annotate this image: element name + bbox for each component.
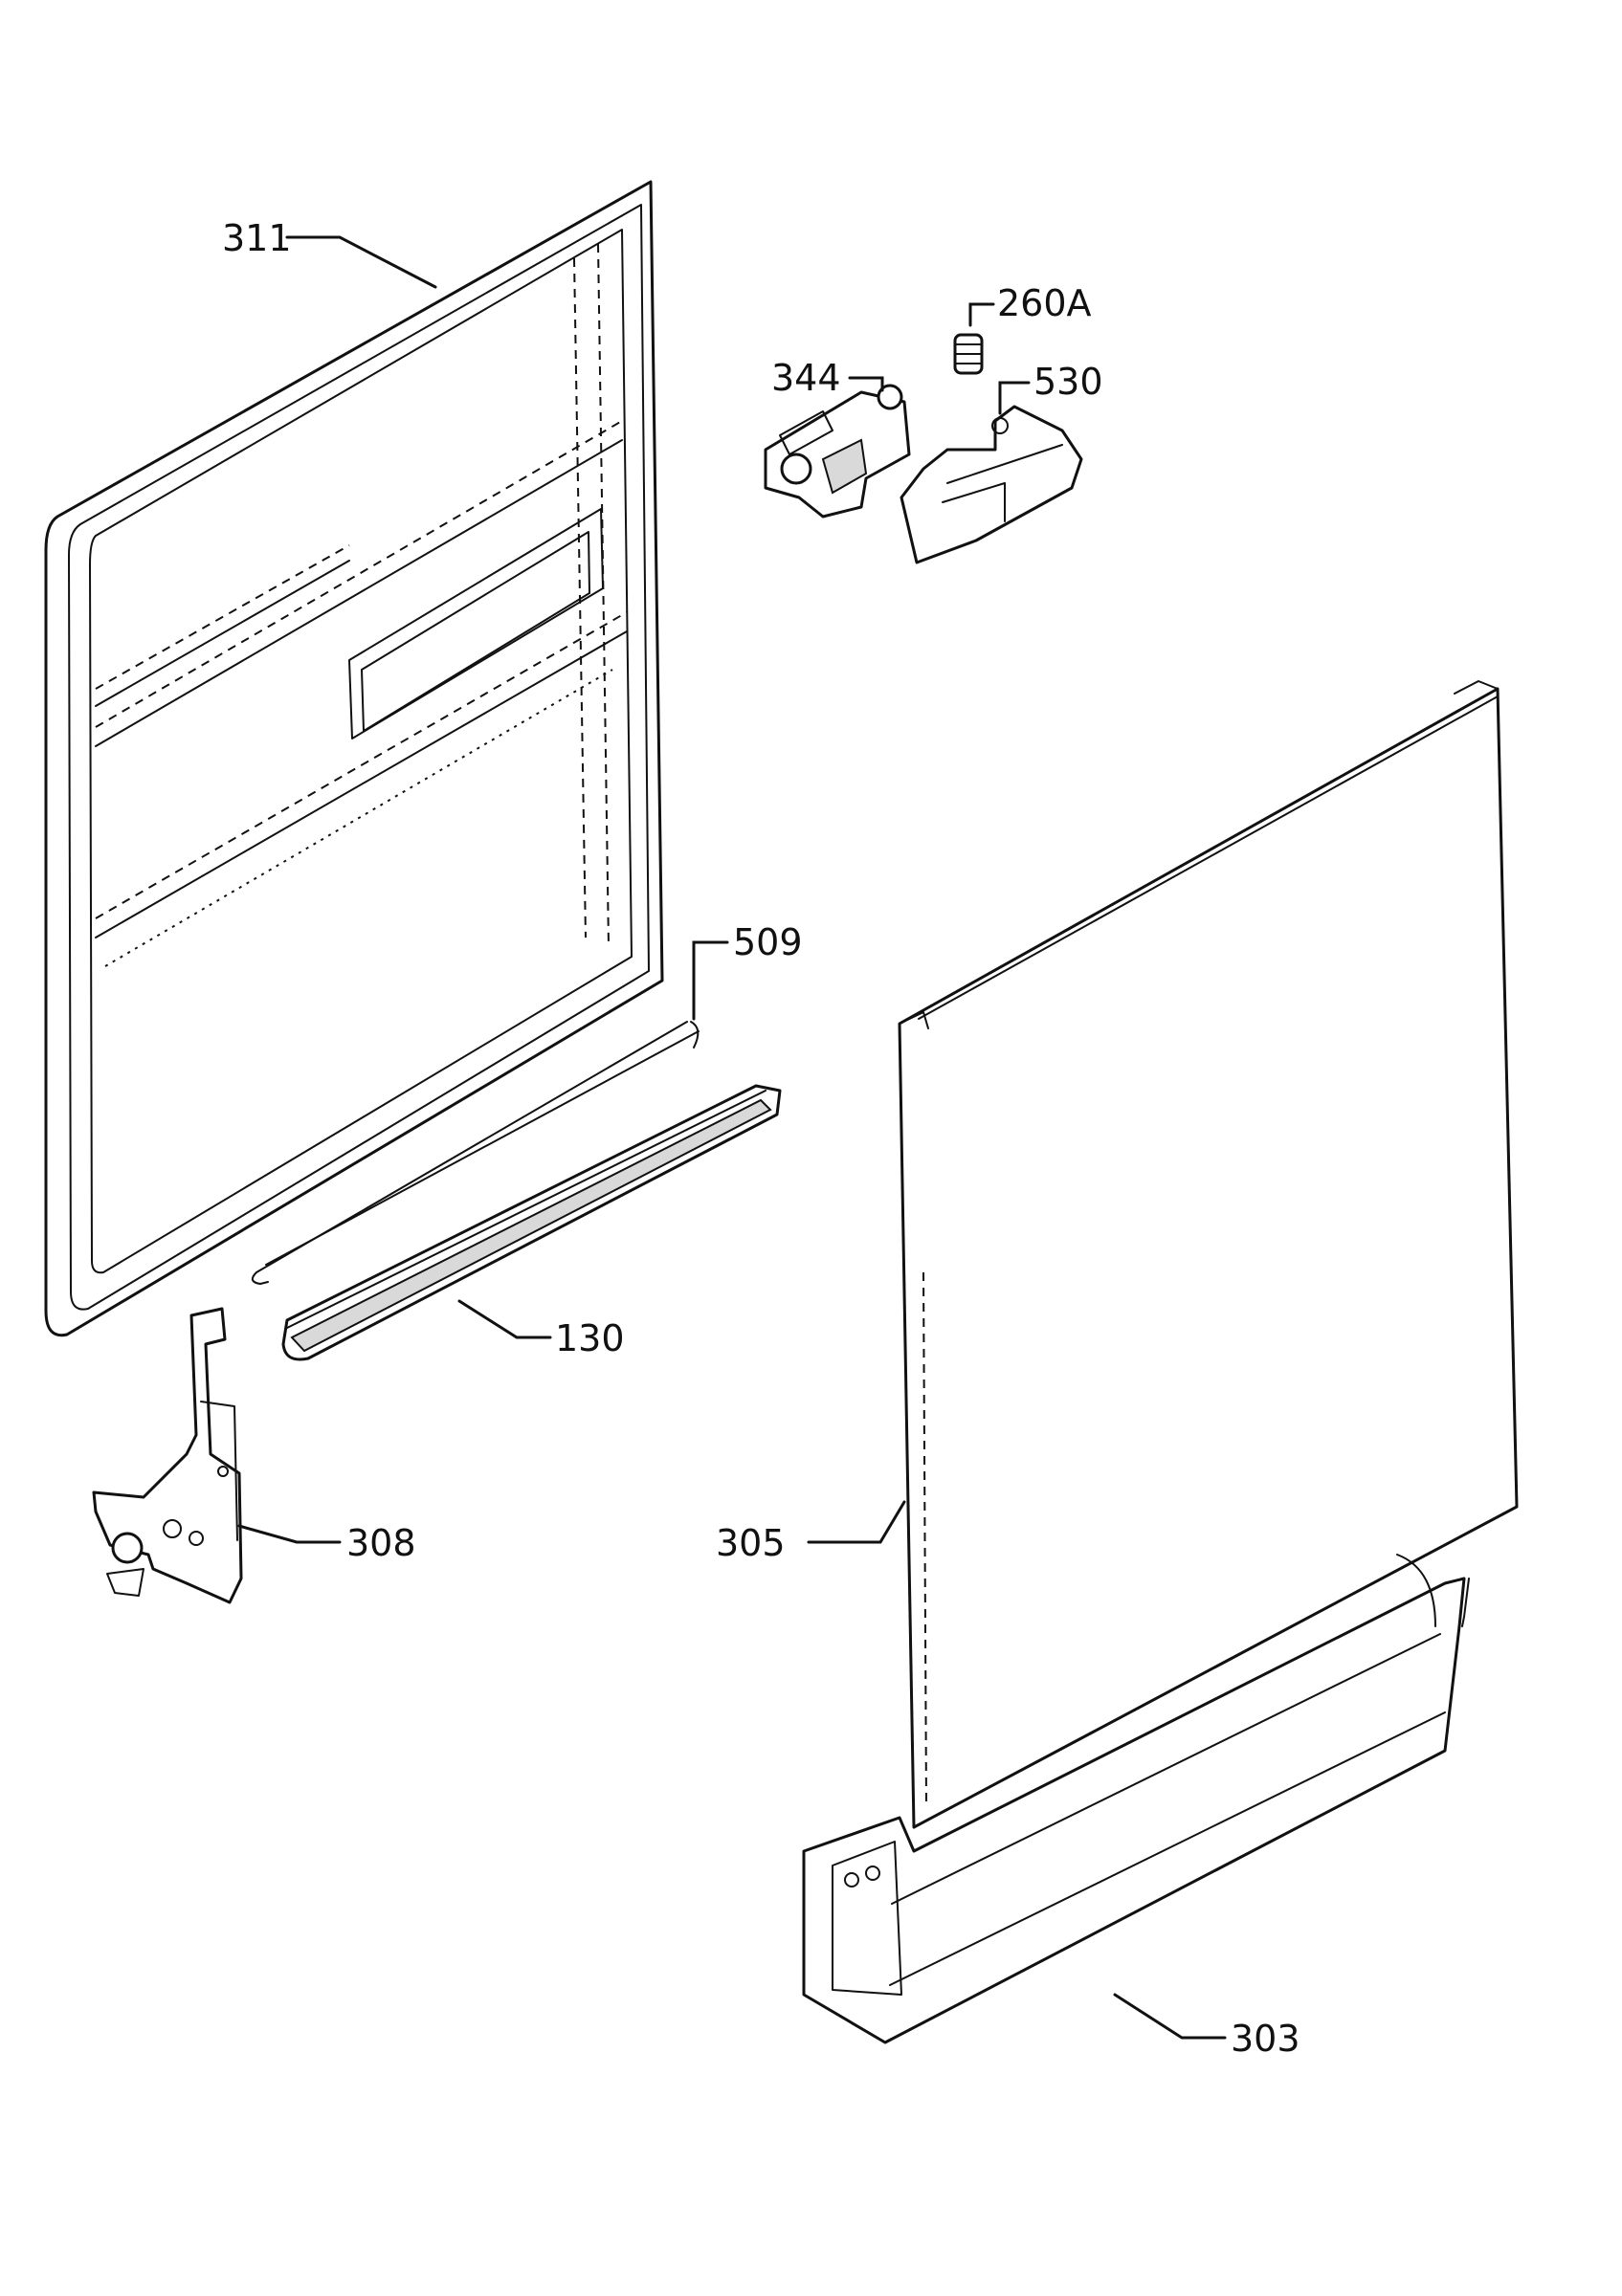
callout-305: 305 — [716, 1522, 786, 1564]
callout-303: 303 — [1231, 2018, 1300, 2060]
leader-260A — [968, 302, 995, 327]
part-311-inner-door — [44, 180, 664, 1337]
part-305-outer-door — [898, 680, 1519, 1829]
leader-130 — [457, 1299, 552, 1339]
part-308-hinge — [92, 1307, 243, 1604]
part-260A-spring — [953, 333, 984, 375]
leader-305 — [807, 1500, 906, 1544]
part-530-bracket — [900, 405, 1083, 564]
leader-530 — [998, 381, 1031, 415]
part-344-latch — [764, 384, 911, 519]
callout-311: 311 — [222, 217, 292, 259]
leader-303 — [1113, 1993, 1227, 2040]
callout-308: 308 — [346, 1522, 416, 1564]
callout-130: 130 — [555, 1317, 625, 1359]
callout-530: 530 — [1033, 361, 1103, 403]
callout-509: 509 — [733, 921, 803, 963]
callout-344: 344 — [771, 357, 841, 399]
callout-260A: 260A — [997, 282, 1092, 324]
part-509-rod — [251, 1021, 700, 1285]
part-130-seal-strip — [281, 1084, 782, 1361]
leader-311 — [285, 235, 437, 289]
leader-308 — [237, 1524, 342, 1544]
leader-lines — [237, 235, 1227, 2040]
callout-labels: 311 260A 344 530 509 130 308 305 303 — [222, 217, 1300, 2060]
leader-344 — [848, 376, 884, 392]
leader-509 — [692, 940, 729, 1021]
part-303-kickplate — [802, 1554, 1470, 2044]
